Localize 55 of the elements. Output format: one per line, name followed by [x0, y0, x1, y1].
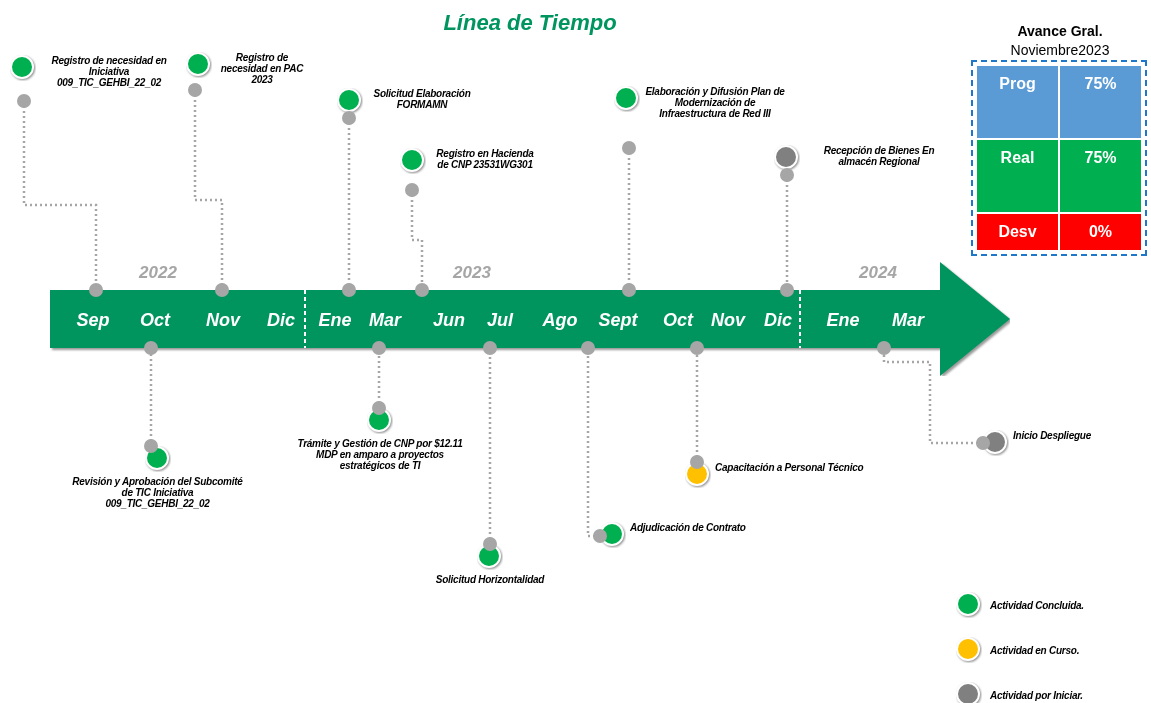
- month-label: Jul: [486, 309, 515, 332]
- event-label: Solicitud Elaboración FORMAMN: [372, 88, 472, 110]
- leader-line: [877, 341, 990, 450]
- table-cell: 75%: [1060, 140, 1141, 212]
- leader-line: [188, 83, 229, 297]
- leader-line: [372, 341, 386, 415]
- panel-subheading: Noviembre2023: [1009, 41, 1111, 60]
- month-label: Ene: [825, 309, 861, 332]
- year-label: 2023: [451, 262, 492, 284]
- table-cell: 75%: [1060, 66, 1141, 138]
- event-label: Trámite y Gestión de CNP por $12.11 MDP en amparo a proyectos estratégicos de TI: [296, 438, 464, 471]
- month-label: Ene: [317, 309, 353, 332]
- leader-line: [17, 94, 103, 297]
- event-label: Capacitación a Personal Técnico: [715, 462, 864, 473]
- table-cell: 0%: [1060, 214, 1141, 250]
- year-label: 2024: [857, 262, 898, 284]
- leader-line: [780, 168, 794, 297]
- event-label: Registro de necesidad en Iniciativa 009_TIC_GEHBI_22_02: [50, 55, 168, 88]
- month-label: Sep: [75, 309, 111, 332]
- year-label: 2022: [137, 262, 178, 284]
- legend-label: Actividad en Curso.: [990, 644, 1080, 656]
- leader-line: [690, 341, 704, 469]
- month-label: Oct: [139, 309, 172, 332]
- table-cell: Prog: [977, 66, 1058, 138]
- title: Línea de Tiempo: [442, 9, 618, 37]
- leader-line: [483, 341, 497, 551]
- legend-label: Actividad por Iniciar.: [990, 689, 1083, 701]
- event-label: Revisión y Aprobación del Subcomité de TIC Iniciativa 009_TIC_GEHBI_22_02: [71, 476, 244, 509]
- month-label: Mar: [368, 309, 403, 332]
- month-label: Mar: [891, 309, 926, 332]
- month-label: Nov: [205, 309, 242, 332]
- month-label: Dic: [763, 309, 793, 332]
- leader-line: [144, 341, 158, 453]
- month-label: Jun: [432, 309, 466, 332]
- table-cell: Real: [977, 140, 1058, 212]
- event-label: Recepción de Bienes En almacén Regional: [822, 145, 936, 167]
- event-label: Inicio Despliegue: [1013, 430, 1091, 441]
- leader-line: [342, 111, 356, 297]
- event-label: Elaboración y Difusión Plan de Modernización de Infraestructura de Red III: [644, 86, 786, 119]
- event-label: Registro de necesidad en PAC 2023: [219, 52, 305, 85]
- month-label: Ago: [541, 309, 579, 332]
- panel-heading: Avance Gral.: [1016, 22, 1104, 41]
- month-label: Nov: [710, 309, 747, 332]
- month-label: Dic: [266, 309, 296, 332]
- event-label: Adjudicación de Contrato: [630, 522, 746, 533]
- table-cell: Desv: [977, 214, 1058, 250]
- event-label: Registro en Hacienda de CNP 23531WG301: [435, 148, 535, 170]
- month-label: Oct: [662, 309, 695, 332]
- month-label: Sept: [597, 309, 639, 332]
- leader-line: [581, 341, 607, 543]
- leader-line: [622, 141, 636, 297]
- leader-line: [405, 183, 429, 297]
- timeline-arrow: [50, 262, 1010, 376]
- legend-label: Actividad Concluida.: [990, 599, 1084, 611]
- event-label: Solicitud Horizontalidad: [435, 574, 545, 585]
